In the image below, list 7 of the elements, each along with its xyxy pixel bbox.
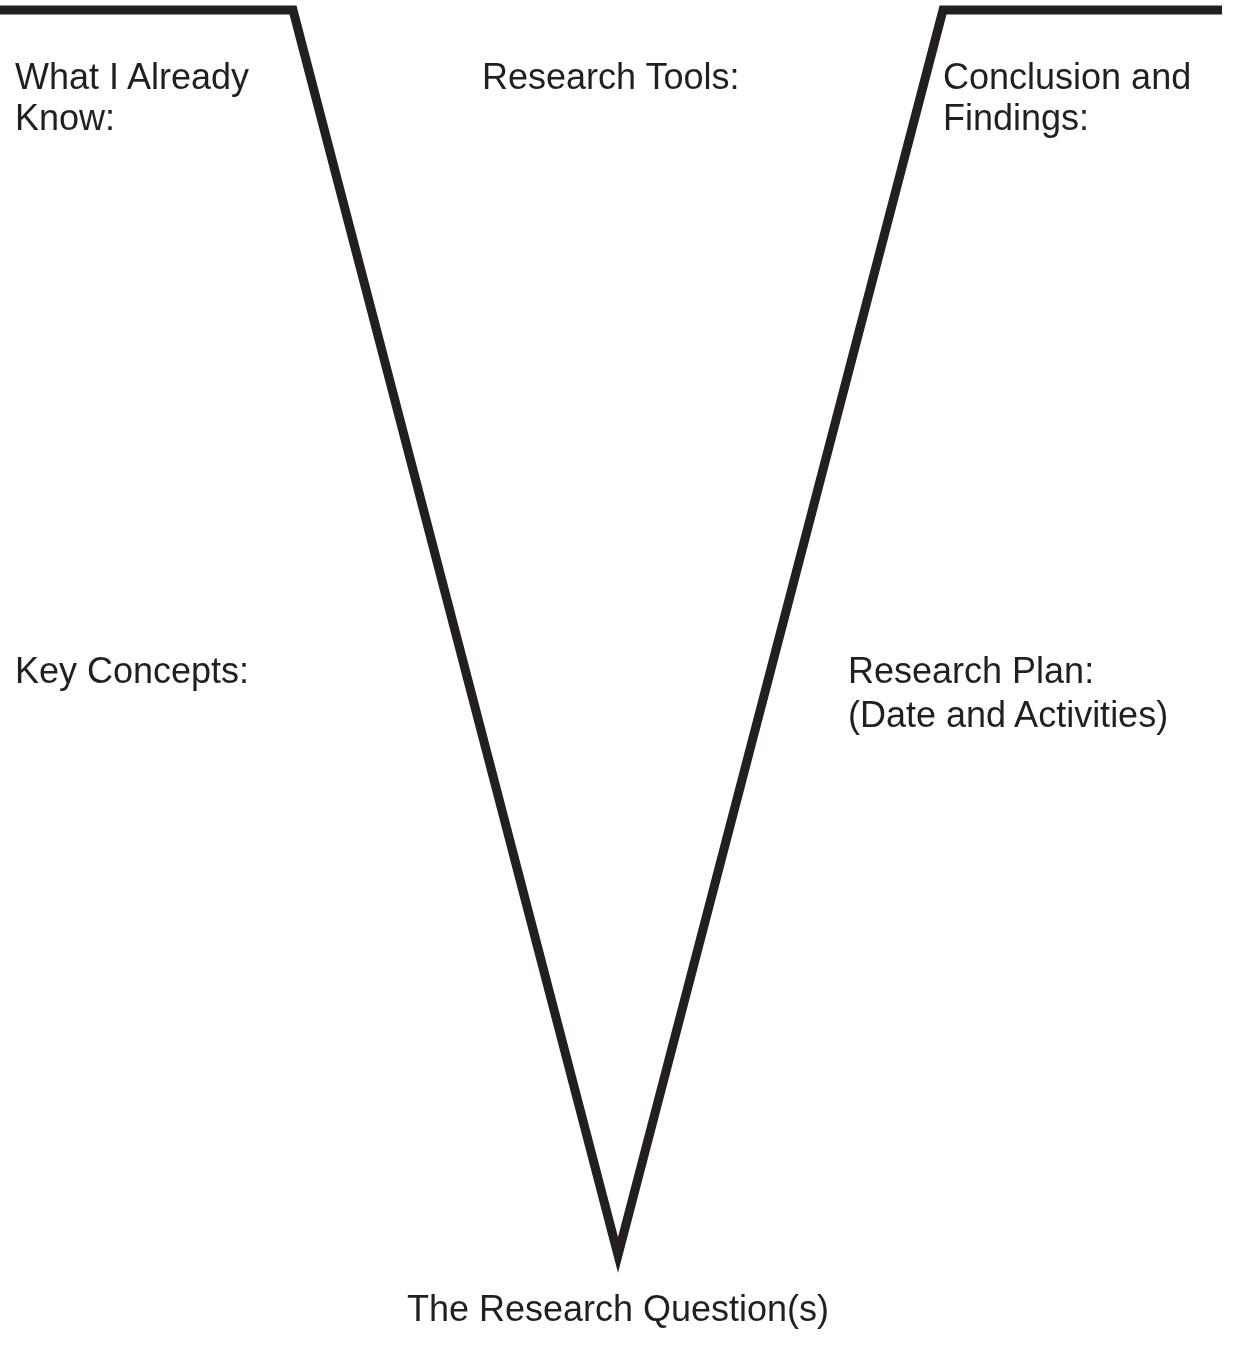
section-heading: Research Tools: — [482, 56, 740, 98]
section-heading: Research Plan: — [848, 650, 1095, 692]
section-heading: Conclusion and Findings: — [943, 56, 1193, 139]
section-heading: (Date and Activities) — [848, 694, 1169, 736]
section-heading: Key Concepts: — [15, 650, 250, 692]
section-heading: The Research Question(s) — [406, 1288, 830, 1330]
section-heading: What I Already Know: — [15, 56, 251, 139]
